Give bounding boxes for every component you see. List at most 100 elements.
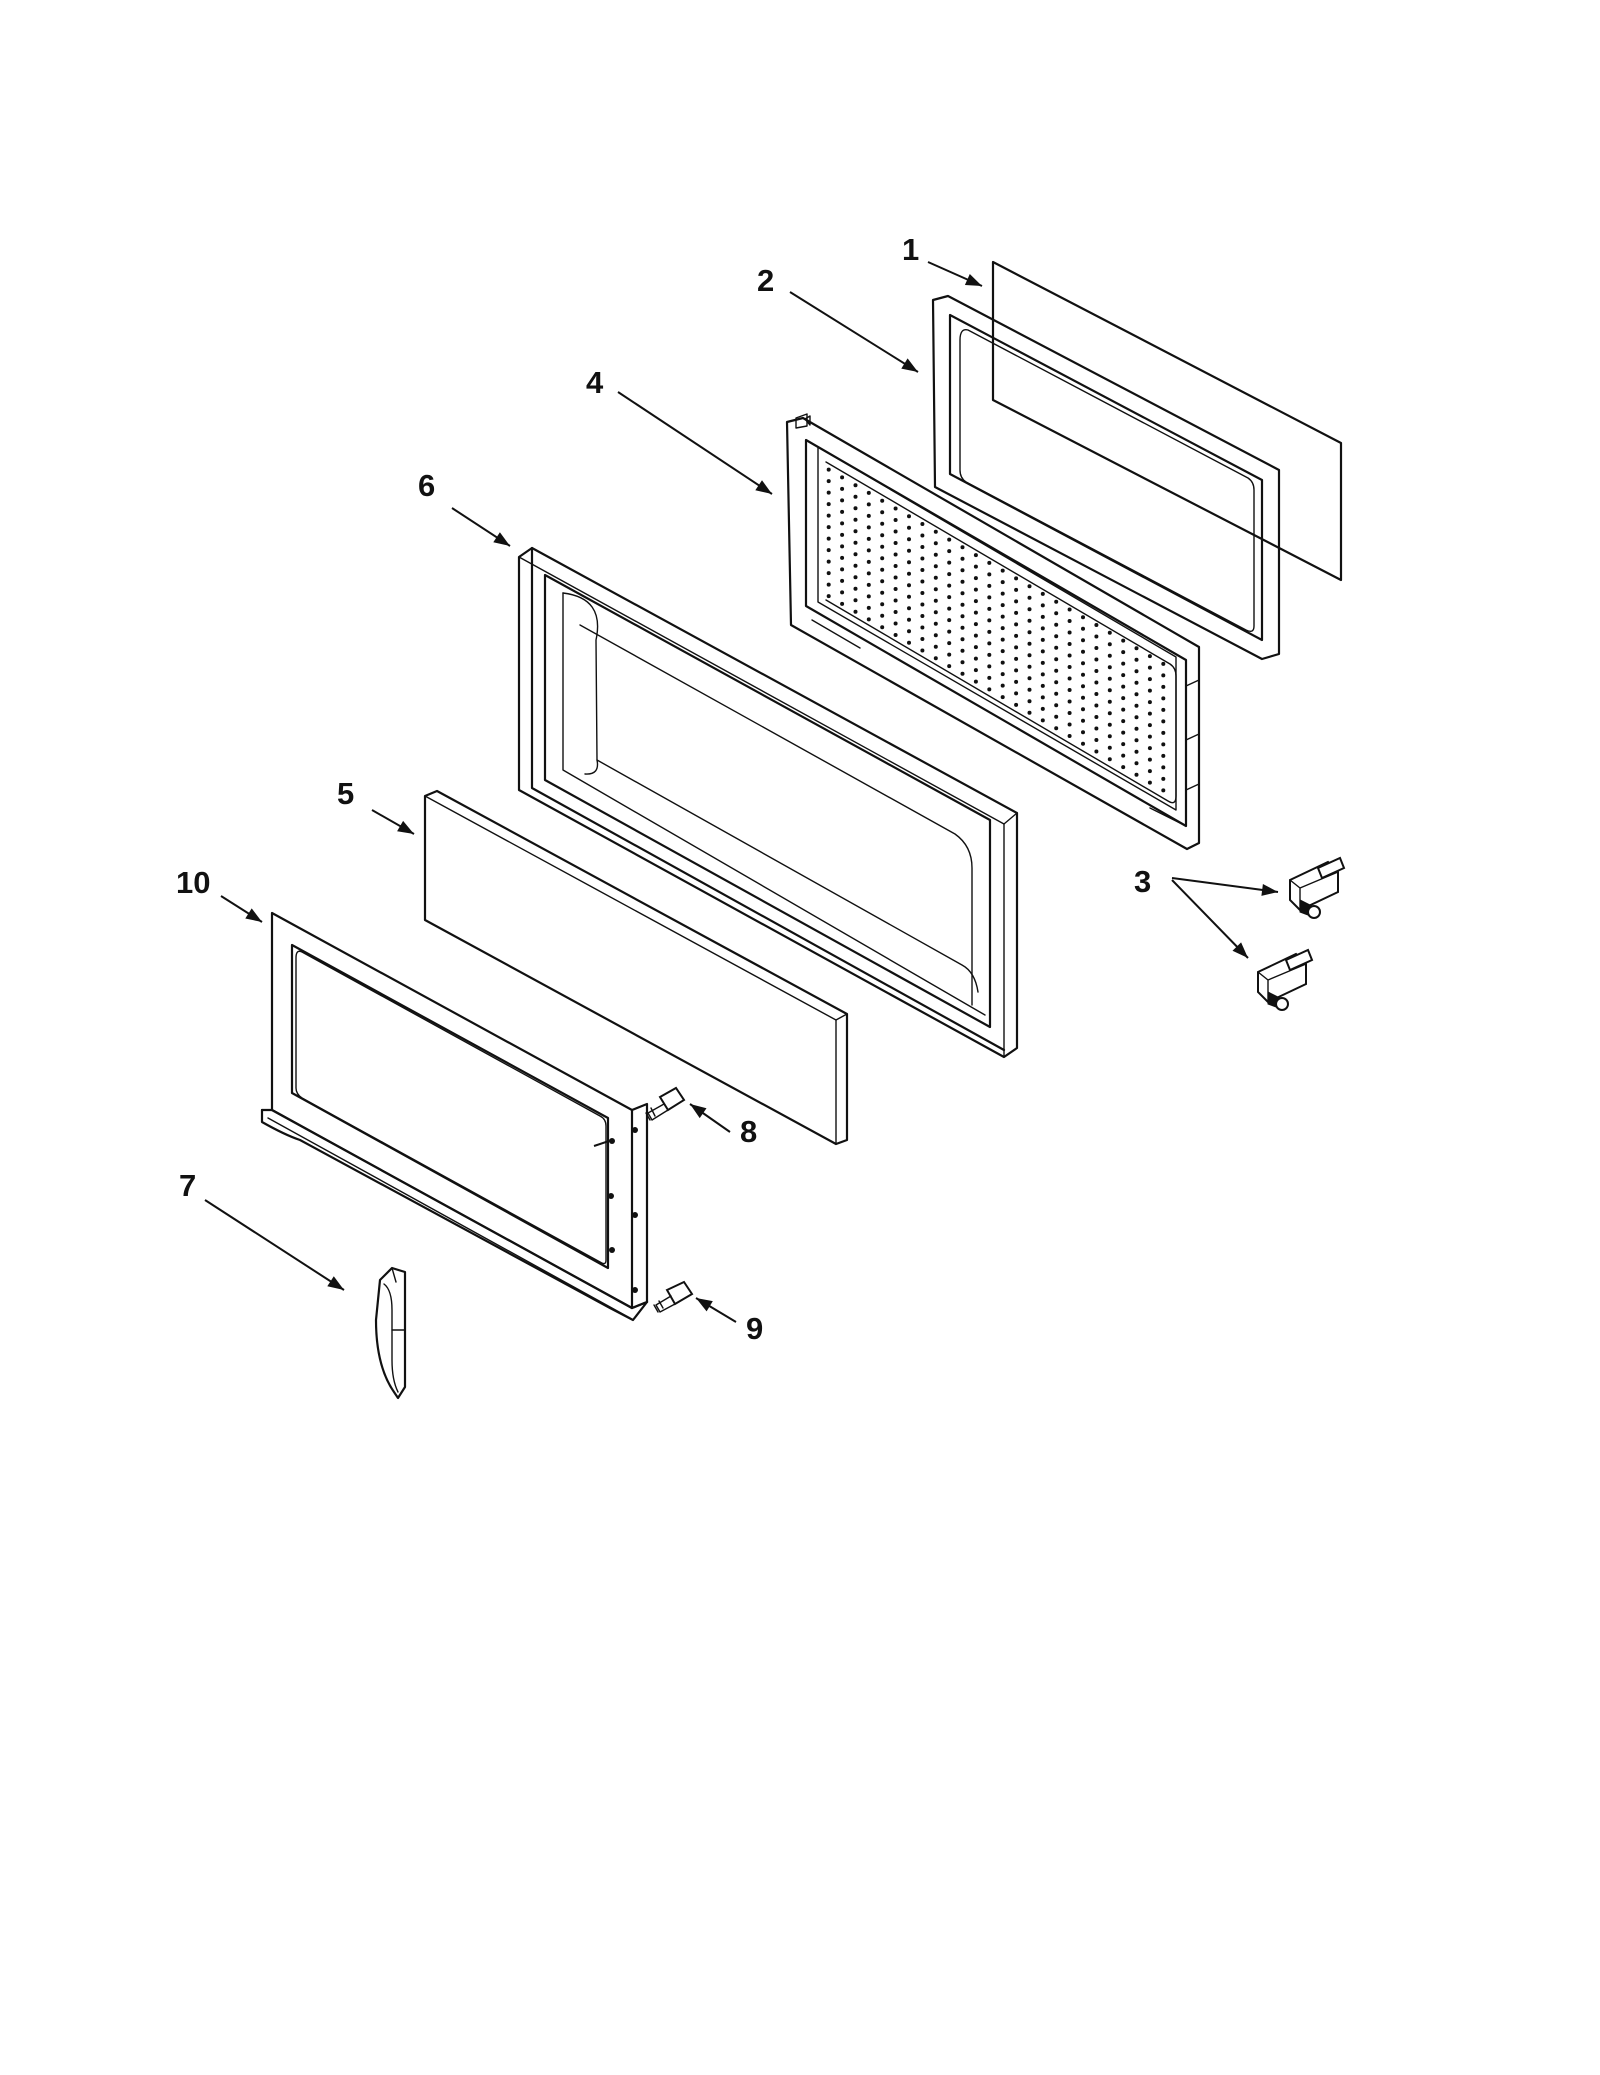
perforation-hole <box>960 637 965 642</box>
perforation-hole <box>933 552 938 557</box>
perforation-hole <box>1094 703 1099 708</box>
perforation-hole <box>907 583 911 588</box>
leader-4 <box>617 391 773 495</box>
perforation-hole <box>1134 680 1139 685</box>
perforation-hole <box>1147 654 1152 659</box>
perforation-hole <box>1027 641 1032 646</box>
perforation-hole <box>1000 614 1005 619</box>
perforation-hole <box>1107 757 1112 762</box>
perforation-hole <box>840 498 845 503</box>
callout-3: 3 <box>1134 864 1151 899</box>
perforation-hole <box>893 529 898 534</box>
perforation-hole <box>947 606 952 611</box>
perforation-hole <box>933 598 938 603</box>
perforation-hole <box>947 618 952 623</box>
perforation-hole <box>1107 676 1112 681</box>
perforation-hole <box>933 564 938 569</box>
perforation-hole <box>1054 645 1059 650</box>
perforation-hole <box>1161 719 1166 724</box>
perforation-hole <box>920 568 925 572</box>
perforation-hole <box>1000 591 1005 596</box>
part-3-latch-upper <box>1289 856 1346 919</box>
callout-6: 6 <box>418 468 435 503</box>
perforation-hole <box>840 567 845 572</box>
perforation-hole <box>1107 734 1112 739</box>
perforation-hole <box>1014 656 1019 661</box>
perforation-hole <box>973 576 978 581</box>
perforation-hole <box>933 656 938 661</box>
perforation-hole <box>1040 683 1045 688</box>
perforation-hole <box>907 537 911 542</box>
perforation-hole <box>960 614 965 619</box>
perforation-hole <box>853 575 858 580</box>
perforation-hole <box>1107 688 1112 693</box>
perforation-hole <box>1000 683 1005 688</box>
perforation-hole <box>866 594 871 599</box>
leader-10-arrowhead <box>245 908 262 922</box>
perforation-hole <box>1054 680 1059 685</box>
perforation-hole <box>1081 661 1085 666</box>
perforation-hole <box>920 579 925 584</box>
callout-2: 2 <box>757 263 774 298</box>
perforation-hole <box>826 502 831 507</box>
perforation-hole <box>907 571 911 576</box>
perforation-hole <box>987 618 992 623</box>
perforation-hole <box>1161 684 1166 689</box>
perforation-hole <box>1094 669 1099 673</box>
perforation-hole <box>853 586 858 591</box>
perforation-hole <box>1107 642 1112 647</box>
perforation-hole <box>853 483 858 488</box>
perforation-hole <box>866 536 871 541</box>
perforation-hole <box>1147 665 1152 670</box>
perforation-hole <box>947 572 952 577</box>
perforation-hole <box>1134 749 1139 754</box>
perforation-hole <box>1081 741 1085 746</box>
perforation-hole <box>1027 710 1032 715</box>
perforation-hole <box>826 536 831 541</box>
perforation-hole <box>1014 610 1019 615</box>
perforation-hole <box>1000 637 1005 642</box>
perforation-hole <box>947 641 952 646</box>
perforation-hole <box>1081 615 1085 620</box>
perforation-hole <box>1054 622 1059 627</box>
perforation-hole <box>1134 761 1139 766</box>
perforation-hole <box>987 687 992 692</box>
perforation-hole <box>1134 715 1139 720</box>
perforation-hole <box>1081 638 1085 643</box>
perforation-hole <box>1027 699 1032 704</box>
leader-3b-arrowhead <box>1232 942 1248 958</box>
perforation-hole <box>880 521 885 526</box>
perforation-hole <box>1054 611 1059 616</box>
perforation-hole <box>1000 695 1005 700</box>
callout-9: 9 <box>746 1311 763 1346</box>
perforation-hole <box>1014 576 1019 581</box>
leader-2-arrowhead <box>901 358 918 372</box>
perforation-hole <box>1000 626 1005 631</box>
perforation-hole <box>826 525 831 530</box>
perforation-hole <box>947 583 952 588</box>
perforation-hole <box>1014 691 1019 696</box>
perforation-hole <box>1054 634 1059 639</box>
perforation-hole <box>1027 687 1032 692</box>
perforation-hole <box>973 679 978 684</box>
part-4-inner-door <box>785 413 1201 851</box>
leader-7-arrowhead <box>327 1276 344 1290</box>
perforation-hole <box>826 513 831 518</box>
perforation-hole <box>987 595 992 600</box>
perforation-hole <box>1081 672 1085 677</box>
perforation-hole <box>1121 719 1126 724</box>
perforation-hole <box>866 559 871 564</box>
perforation-hole <box>1000 568 1005 573</box>
perforation-hole <box>1161 776 1166 781</box>
perforation-hole <box>960 648 965 653</box>
perforation-hole <box>1054 599 1059 604</box>
perforation-hole <box>907 525 911 530</box>
perforation-hole <box>973 645 978 650</box>
perforation-hole <box>1147 757 1152 762</box>
perforation-hole <box>1027 653 1032 658</box>
perforation-hole <box>1121 673 1126 678</box>
perforation-hole <box>1121 696 1126 701</box>
perforation-hole <box>960 660 965 665</box>
perforation-hole <box>1067 711 1072 715</box>
leader-3a <box>1171 877 1279 893</box>
